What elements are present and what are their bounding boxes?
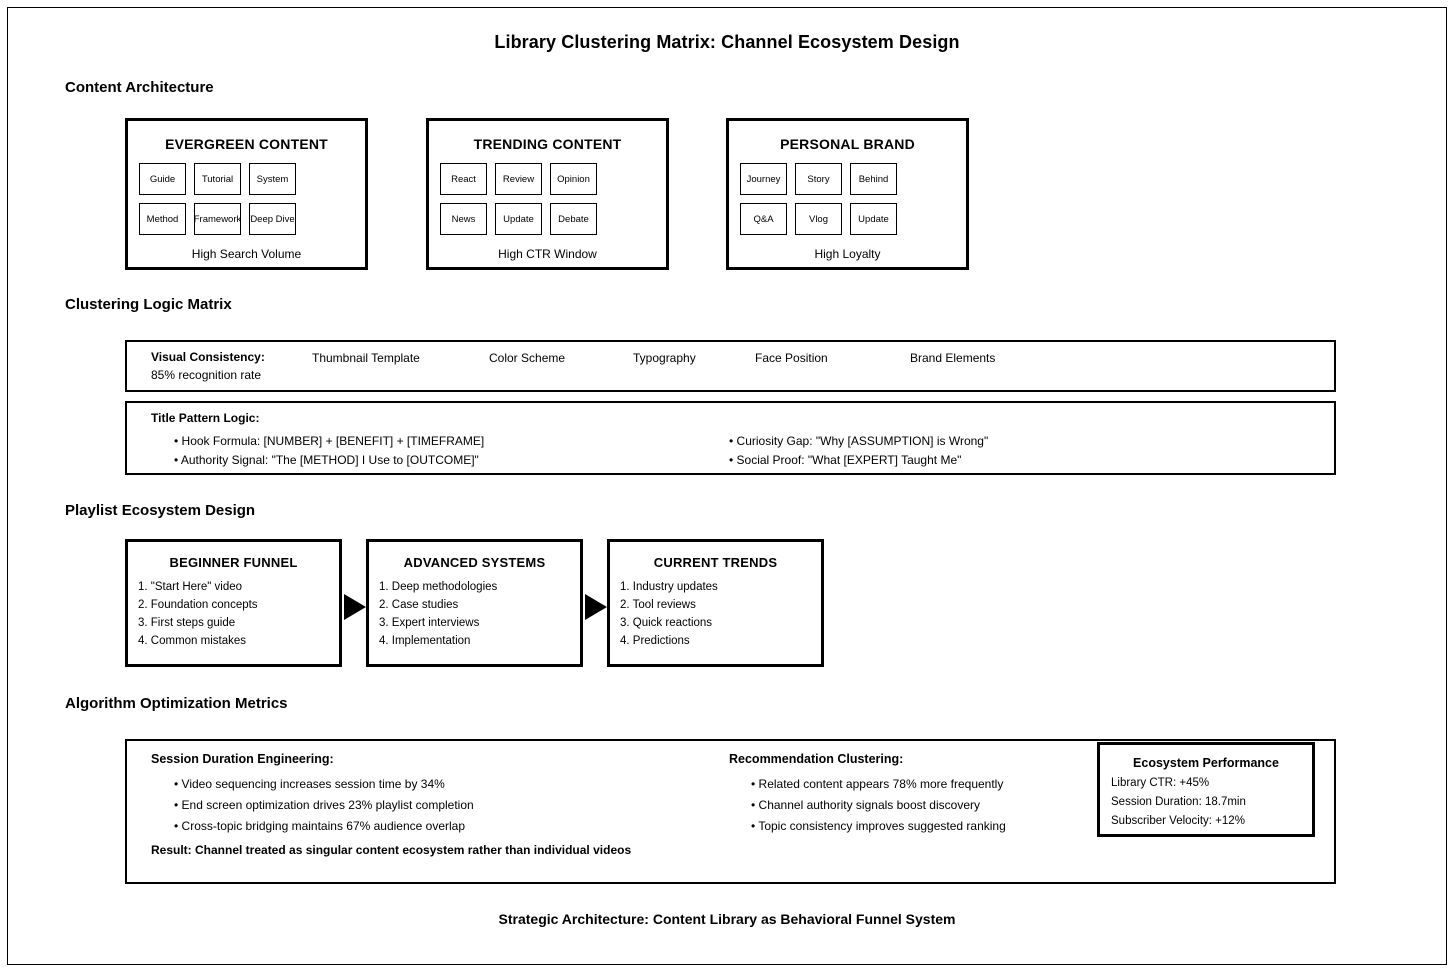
title-pattern-item: • Authority Signal: "The [METHOD] I Use …	[174, 453, 479, 467]
tag-box[interactable]: React	[440, 163, 487, 195]
tag-box[interactable]: Story	[795, 163, 842, 195]
visual-consistency-column: Face Position	[755, 351, 828, 365]
funnel-list: 1. Industry updates 2. Tool reviews 3. Q…	[610, 581, 821, 647]
title-pattern-list-right: • Curiosity Gap: "Why [ASSUMPTION] is Wr…	[729, 434, 988, 472]
funnel-list-item: 2. Tool reviews	[620, 599, 696, 611]
funnel-card-current-trends: CURRENT TRENDS 1. Industry updates 2. To…	[607, 539, 824, 667]
section-heading-algorithm-metrics: Algorithm Optimization Metrics	[65, 695, 288, 712]
metrics-result-statement: Result: Channel treated as singular cont…	[151, 843, 632, 857]
tag-box[interactable]: Vlog	[795, 203, 842, 235]
tag-box[interactable]: System	[249, 163, 296, 195]
title-pattern-label: Title Pattern Logic:	[151, 411, 260, 425]
funnel-list-item: 3. First steps guide	[138, 617, 236, 629]
tag-box[interactable]: Method	[139, 203, 186, 235]
funnel-list-item: 2. Foundation concepts	[138, 599, 258, 611]
section-heading-content-architecture: Content Architecture	[65, 79, 214, 96]
cluster-title: EVERGREEN CONTENT	[165, 136, 328, 152]
section-heading-playlist-ecosystem: Playlist Ecosystem Design	[65, 502, 256, 519]
funnel-list-item: 2. Case studies	[379, 599, 459, 611]
metrics-item: • Cross-topic bridging maintains 67% aud…	[174, 819, 466, 833]
title-pattern-item: • Curiosity Gap: "Why [ASSUMPTION] is Wr…	[729, 434, 989, 448]
funnel-list-item: 4. Implementation	[379, 635, 471, 647]
visual-consistency-column: Thumbnail Template	[312, 351, 420, 365]
tag-box[interactable]: Opinion	[550, 163, 597, 195]
funnel-list-item: 1. Industry updates	[620, 581, 718, 593]
document-frame: Library Clustering Matrix: Channel Ecosy…	[7, 7, 1447, 965]
page-title: Library Clustering Matrix: Channel Ecosy…	[494, 32, 960, 52]
ecosystem-performance-box: Ecosystem Performance Library CTR: +45% …	[1097, 742, 1315, 837]
cluster-title: TRENDING CONTENT	[473, 136, 622, 152]
funnel-list-item: 1. Deep methodologies	[379, 581, 498, 593]
ecosystem-performance-title: Ecosystem Performance	[1133, 756, 1279, 770]
tag-box[interactable]: Debate	[550, 203, 597, 235]
session-duration-label: Session Duration Engineering:	[151, 752, 334, 766]
metrics-item: • Related content appears 78% more frequ…	[751, 777, 1004, 791]
funnel-title: BEGINNER FUNNEL	[169, 555, 298, 570]
cluster-title: PERSONAL BRAND	[780, 136, 915, 152]
funnel-title: ADVANCED SYSTEMS	[403, 555, 546, 570]
flow-arrow-right-icon	[585, 594, 607, 620]
tag-box[interactable]: Deep Dive	[249, 203, 296, 235]
funnel-title: CURRENT TRENDS	[653, 555, 778, 570]
cluster-card-personal-brand: PERSONAL BRAND Journey Story Behind Q&A …	[726, 118, 969, 270]
performance-stat: Library CTR: +45%	[1111, 777, 1210, 789]
funnel-list-item: 1. "Start Here" video	[138, 581, 243, 593]
flow-arrow-right-icon	[344, 594, 366, 620]
cluster-footnote: High Search Volume	[191, 247, 302, 261]
metrics-item: • Channel authority signals boost discov…	[751, 798, 980, 812]
tag-box[interactable]: Framework	[194, 203, 241, 235]
cluster-card-trending: TRENDING CONTENT React Review Opinion Ne…	[426, 118, 669, 270]
visual-consistency-column: Typography	[633, 351, 696, 365]
tag-box[interactable]: Update	[850, 203, 897, 235]
metrics-item: • Topic consistency improves suggested r…	[751, 819, 1006, 833]
tag-box[interactable]: News	[440, 203, 487, 235]
recommendation-clustering-label: Recommendation Clustering:	[729, 752, 904, 766]
algorithm-metrics-panel: Session Duration Engineering: • Video se…	[125, 739, 1336, 884]
funnel-card-advanced: ADVANCED SYSTEMS 1. Deep methodologies 2…	[366, 539, 583, 667]
tag-box[interactable]: Update	[495, 203, 542, 235]
funnel-list: 1. Deep methodologies 2. Case studies 3.…	[369, 581, 580, 647]
tag-grid: Journey Story Behind Q&A Vlog Update	[729, 152, 930, 235]
tag-grid: Guide Tutorial System Method Framework D…	[128, 152, 329, 235]
visual-consistency-label: Visual Consistency:	[151, 350, 265, 364]
visual-consistency-subtext: 85% recognition rate	[151, 368, 262, 382]
funnel-list-item: 4. Predictions	[620, 635, 690, 647]
document-footer: Strategic Architecture: Content Library …	[498, 911, 956, 927]
tag-box[interactable]: Tutorial	[194, 163, 241, 195]
recommendation-clustering-list: • Related content appears 78% more frequ…	[751, 777, 1006, 840]
title-pattern-panel: Title Pattern Logic: • Hook Formula: [NU…	[125, 401, 1336, 475]
visual-consistency-column: Brand Elements	[910, 351, 996, 365]
metrics-item: • End screen optimization drives 23% pla…	[174, 798, 474, 812]
visual-consistency-column: Color Scheme	[489, 351, 566, 365]
funnel-list-item: 3. Expert interviews	[379, 617, 480, 629]
funnel-list-item: 4. Common mistakes	[138, 635, 247, 647]
cluster-footnote: High CTR Window	[498, 247, 597, 261]
tag-box[interactable]: Guide	[139, 163, 186, 195]
visual-consistency-panel: Visual Consistency: 85% recognition rate…	[125, 340, 1336, 392]
tag-box[interactable]: Behind	[850, 163, 897, 195]
performance-stat: Session Duration: 18.7min	[1111, 796, 1246, 808]
tag-box[interactable]: Review	[495, 163, 542, 195]
session-duration-list: • Video sequencing increases session tim…	[174, 777, 474, 840]
title-pattern-item: • Social Proof: "What [EXPERT] Taught Me…	[729, 453, 962, 467]
tag-grid: React Review Opinion News Update Debate	[429, 152, 630, 235]
cluster-card-evergreen: EVERGREEN CONTENT Guide Tutorial System …	[125, 118, 368, 270]
cluster-footnote: High Loyalty	[814, 247, 881, 261]
section-heading-clustering-logic: Clustering Logic Matrix	[65, 296, 232, 313]
title-pattern-list-left: • Hook Formula: [NUMBER] + [BENEFIT] + […	[174, 434, 484, 472]
tag-box[interactable]: Q&A	[740, 203, 787, 235]
metrics-item: • Video sequencing increases session tim…	[174, 777, 445, 791]
tag-box[interactable]: Journey	[740, 163, 787, 195]
funnel-list-item: 3. Quick reactions	[620, 617, 713, 629]
funnel-card-beginner: BEGINNER FUNNEL 1. "Start Here" video 2.…	[125, 539, 342, 667]
funnel-list: 1. "Start Here" video 2. Foundation conc…	[128, 581, 339, 647]
performance-stat: Subscriber Velocity: +12%	[1111, 815, 1245, 827]
title-pattern-item: • Hook Formula: [NUMBER] + [BENEFIT] + […	[174, 434, 485, 448]
